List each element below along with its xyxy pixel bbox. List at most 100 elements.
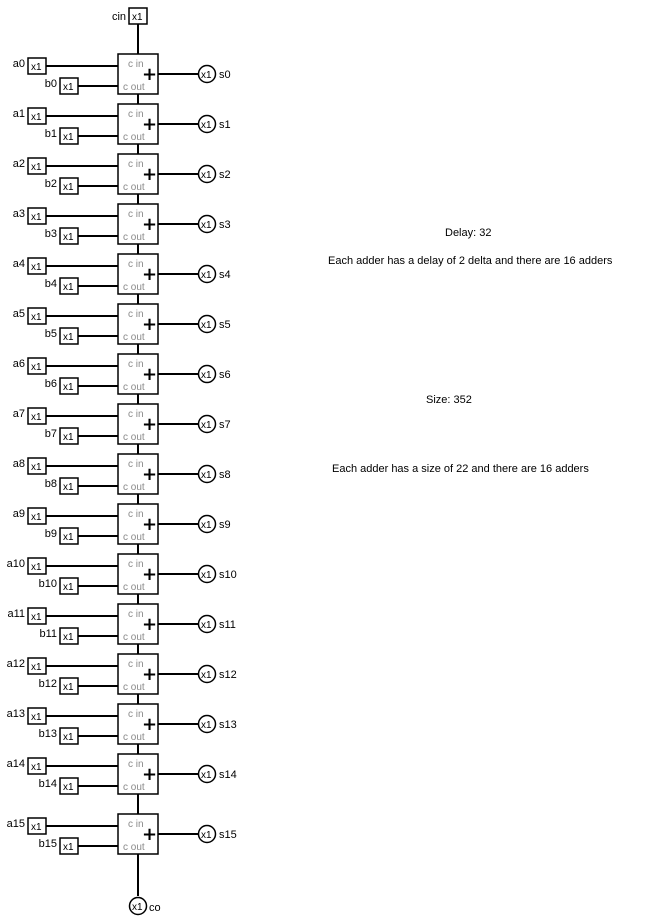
b-input-value: x1 xyxy=(63,532,74,543)
carry-out-value: x1 xyxy=(132,902,143,913)
a-input-value: x1 xyxy=(31,262,42,273)
sum-probe-value: x1 xyxy=(201,420,212,431)
a-input-box xyxy=(27,817,47,835)
sum-probe-circle xyxy=(197,214,217,234)
a-input-value: x1 xyxy=(31,62,42,73)
b-input-box xyxy=(59,527,79,545)
b-input-label: b11 xyxy=(39,628,57,640)
b-input-box xyxy=(59,677,79,695)
sum-probe-circle xyxy=(197,114,217,134)
sum-output-label: s12 xyxy=(219,669,237,681)
b-input-box xyxy=(59,277,79,295)
sum-probe-value: x1 xyxy=(201,270,212,281)
adder-plus-symbol: + xyxy=(142,164,157,185)
a-input-value: x1 xyxy=(31,712,42,723)
carry-out-label: co xyxy=(149,902,161,914)
adder-block xyxy=(117,303,159,345)
a-input-value: x1 xyxy=(31,612,42,623)
adder-block xyxy=(117,503,159,545)
adder-cout-label: c out xyxy=(123,682,145,693)
b-input-box xyxy=(59,427,79,445)
a-input-label: a9 xyxy=(13,508,25,520)
adder-cin-label: c in xyxy=(128,109,144,120)
b-input-value: x1 xyxy=(63,632,74,643)
sum-output-label: s11 xyxy=(219,619,236,631)
adder-cin-label: c in xyxy=(128,609,144,620)
adder-cout-label: c out xyxy=(123,482,145,493)
a-input-label: a14 xyxy=(7,758,25,770)
delay-detail: Each adder has a delay of 2 delta and th… xyxy=(328,255,613,267)
b-input-value: x1 xyxy=(63,332,74,343)
sum-output-label: s15 xyxy=(219,829,237,841)
cin-label: cin xyxy=(112,11,126,23)
adder-plus-symbol: + xyxy=(142,114,157,135)
adder-cin-label: c in xyxy=(128,709,144,720)
adder-cin-label: c in xyxy=(128,309,144,320)
adder-plus-symbol: + xyxy=(142,64,157,85)
a-input-value: x1 xyxy=(31,512,42,523)
adder-cout-label: c out xyxy=(123,182,145,193)
sum-output-label: s9 xyxy=(219,519,231,531)
adder-cin-label: c in xyxy=(128,659,144,670)
sum-probe-value: x1 xyxy=(201,120,212,131)
sum-probe-value: x1 xyxy=(201,70,212,81)
a-input-box xyxy=(27,657,47,675)
b-input-label: b3 xyxy=(45,228,57,240)
sum-probe-value: x1 xyxy=(201,220,212,231)
sum-output-label: s0 xyxy=(219,69,231,81)
adder-block xyxy=(117,813,159,855)
a-input-label: a3 xyxy=(13,208,25,220)
adder-cin-label: c in xyxy=(128,509,144,520)
a-input-box xyxy=(27,107,47,125)
a-input-box xyxy=(27,607,47,625)
sum-probe-value: x1 xyxy=(201,770,212,781)
b-input-box xyxy=(59,627,79,645)
sum-output-label: s10 xyxy=(219,569,237,581)
sum-probe-circle xyxy=(197,264,217,284)
adder-plus-symbol: + xyxy=(142,264,157,285)
sum-output-label: s8 xyxy=(219,469,231,481)
sum-output-label: s4 xyxy=(219,269,231,281)
adder-cout-label: c out xyxy=(123,782,145,793)
adder-cout-label: c out xyxy=(123,582,145,593)
a-input-box xyxy=(27,257,47,275)
a-input-label: a11 xyxy=(7,608,25,620)
adder-cout-label: c out xyxy=(123,82,145,93)
a-input-box xyxy=(27,557,47,575)
b-input-label: b12 xyxy=(39,678,57,690)
b-input-box xyxy=(59,127,79,145)
b-input-label: b15 xyxy=(39,838,57,850)
adder-block xyxy=(117,53,159,95)
b-input-label: b5 xyxy=(45,328,57,340)
b-input-label: b7 xyxy=(45,428,57,440)
adder-plus-symbol: + xyxy=(142,414,157,435)
a-input-box xyxy=(27,207,47,225)
adder-block xyxy=(117,753,159,795)
b-input-value: x1 xyxy=(63,682,74,693)
adder-cin-label: c in xyxy=(128,759,144,770)
sum-output-label: s7 xyxy=(219,419,231,431)
delay-label: Delay: 32 xyxy=(445,227,492,239)
adder-cin-label: c in xyxy=(128,209,144,220)
b-input-label: b14 xyxy=(39,778,57,790)
adder-block xyxy=(117,253,159,295)
a-input-label: a8 xyxy=(13,458,25,470)
adder-cout-label: c out xyxy=(123,732,145,743)
adder-block xyxy=(117,353,159,395)
b-input-value: x1 xyxy=(63,82,74,93)
adder-cin-label: c in xyxy=(128,359,144,370)
b-input-value: x1 xyxy=(63,432,74,443)
b-input-label: b2 xyxy=(45,178,57,190)
sum-probe-value: x1 xyxy=(201,370,212,381)
b-input-value: x1 xyxy=(63,232,74,243)
b-input-box xyxy=(59,477,79,495)
adder-block xyxy=(117,103,159,145)
sum-output-label: s14 xyxy=(219,769,237,781)
sum-probe-circle xyxy=(197,664,217,684)
sum-output-label: s1 xyxy=(219,119,231,131)
b-input-box xyxy=(59,377,79,395)
a-input-value: x1 xyxy=(31,762,42,773)
a-input-label: a6 xyxy=(13,358,25,370)
adder-plus-symbol: + xyxy=(142,464,157,485)
a-input-value: x1 xyxy=(31,562,42,573)
